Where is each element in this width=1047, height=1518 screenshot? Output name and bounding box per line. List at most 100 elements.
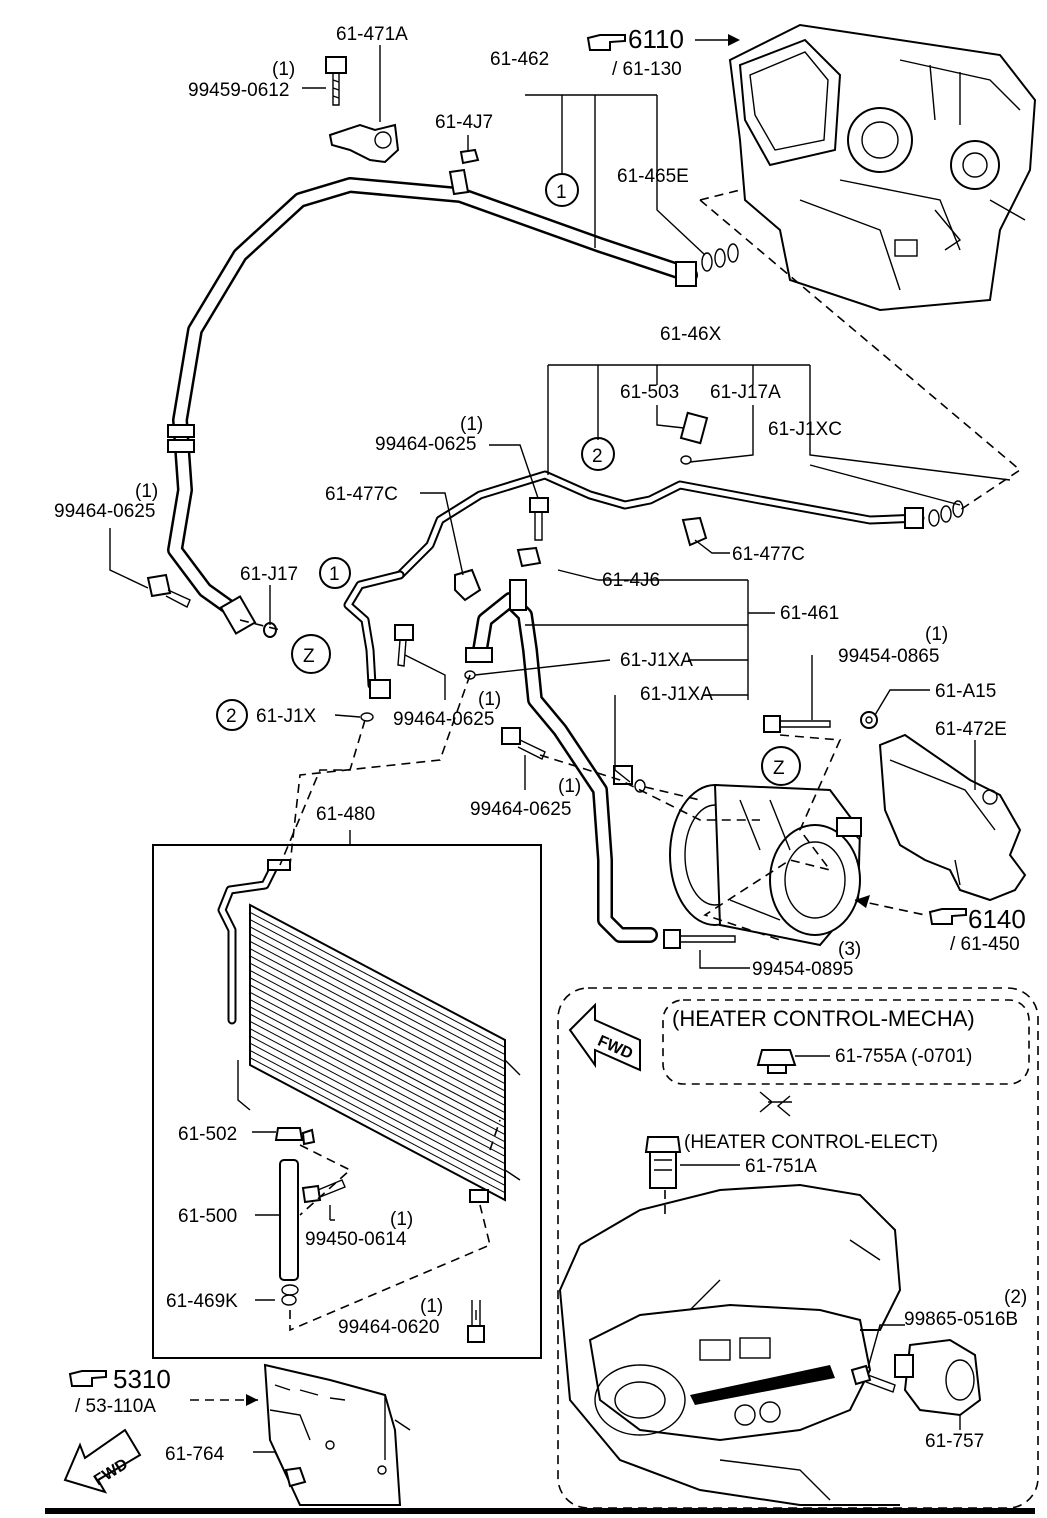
compressor-illustration: [669, 783, 862, 947]
ref-5310-sub: / 53-110A: [75, 1396, 156, 1417]
condenser-fin: [249, 911, 506, 1048]
label-61-755A: 61-755A (-0701): [835, 1046, 972, 1067]
marker-2-top: 2: [592, 446, 603, 467]
bottom-rule: [45, 1508, 1035, 1514]
label-61-480: 61-480: [316, 804, 375, 825]
ref-6110: 6110: [628, 24, 684, 54]
qty-99450-0614: (1): [390, 1209, 413, 1230]
qty-99464-0625-d: (1): [558, 776, 581, 797]
marker-2-bottom: 2: [226, 706, 237, 727]
label-61-J1XC: 61-J1XC: [768, 419, 842, 440]
clamp-61-477C: [454, 516, 708, 602]
label-61-751A: 61-751A: [745, 1156, 817, 1177]
condenser-fin: [249, 1057, 506, 1194]
pointing-hand-icon: [68, 34, 967, 1387]
arrows: [246, 34, 870, 1406]
label-99464-0625-b: 99464-0625: [54, 501, 155, 522]
condenser-fin: [249, 999, 506, 1135]
heat-shield-61-472E: [878, 733, 1027, 902]
marker-z-left: Z: [303, 646, 315, 667]
bolts-99464-0625: [146, 497, 549, 760]
label-61-J1XA-b: 61-J1XA: [640, 684, 713, 705]
label-61-461: 61-461: [780, 603, 839, 624]
label-61-A15: 61-A15: [935, 681, 996, 702]
leader-lines: [109, 45, 1011, 1476]
qty-99459-0612: (1): [272, 59, 295, 80]
condenser-61-480: [217, 859, 521, 1203]
cap-61-4J6: [516, 546, 542, 568]
drier-61-500: [274, 1127, 485, 1343]
condenser-fin: [249, 919, 506, 1055]
ref-6140: 6140: [968, 904, 1026, 934]
label-99454-0865: 99454-0865: [838, 646, 939, 667]
label-61-469K: 61-469K: [166, 1291, 238, 1312]
pipe-61-46X: [343, 470, 964, 722]
ref-5310: 5310: [113, 1364, 171, 1394]
label-61-471A: 61-471A: [336, 24, 408, 45]
part-labels: 61-471A (1) 99459-0612 61-462 61-4J7 61-…: [54, 24, 1027, 1465]
label-61-503: 61-503: [620, 382, 679, 403]
label-99450-0614: 99450-0614: [305, 1229, 407, 1250]
marker-1-top: 1: [556, 182, 567, 203]
circle-markers: 1 1 2 2 Z Z: [216, 173, 801, 786]
condenser-fin: [249, 933, 506, 1070]
knob-61-755A: [756, 1049, 797, 1074]
hose-61-461: [464, 579, 658, 943]
label-99464-0625-a: 99464-0625: [375, 434, 476, 455]
label-61-477C-a: 61-477C: [325, 484, 398, 505]
heater-elect-title: (HEATER CONTROL-ELECT): [684, 1132, 938, 1153]
condenser-fin: [249, 940, 506, 1077]
fwd-arrow-top: FWD: [568, 1002, 641, 1072]
condenser-fin: [249, 1028, 506, 1165]
label-99459-0612: 99459-0612: [188, 80, 289, 101]
label-61-472E: 61-472E: [935, 719, 1007, 740]
condenser-fin: [249, 970, 506, 1106]
label-99865-0516B: 99865-0516B: [904, 1309, 1018, 1330]
label-99454-0895: 99454-0895: [752, 959, 853, 980]
hose-61-462: [167, 177, 739, 638]
swap-arrows-icon: [759, 1091, 792, 1117]
label-61-477C-b: 61-477C: [732, 544, 805, 565]
label-61-4J7: 61-4J7: [435, 112, 493, 133]
actuator-61-757: [850, 1338, 982, 1417]
label-61-J1X: 61-J1X: [256, 706, 317, 727]
label-61-500: 61-500: [178, 1206, 237, 1227]
qty-99464-0625-a: (1): [460, 414, 483, 435]
condenser-fin: [249, 984, 506, 1121]
qty-99865-0516B: (2): [1004, 1287, 1027, 1308]
condenser-fin: [249, 977, 506, 1114]
qty-99464-0620: (1): [420, 1296, 443, 1317]
condenser-fin: [249, 1035, 506, 1172]
condenser-fin: [249, 1042, 506, 1179]
condenser-fin: [249, 1020, 506, 1157]
condenser-fin: [249, 1006, 506, 1143]
condenser-fin: [249, 955, 506, 1092]
label-61-J1XA-a: 61-J1XA: [620, 650, 693, 671]
bolts-99454: [663, 711, 878, 949]
qty-99464-0625-c: (1): [478, 689, 501, 710]
condenser-box: [152, 844, 542, 1359]
cap-61-4J7: [448, 148, 480, 196]
label-99464-0620: 99464-0620: [338, 1317, 439, 1338]
heater-mecha-box: [662, 999, 1030, 1085]
ref-6110-sub: / 61-130: [612, 59, 682, 80]
condenser-fin: [249, 1050, 506, 1186]
switch-61-751A: [644, 1136, 682, 1189]
qty-99464-0625-b: (1): [135, 481, 158, 502]
heater-mecha-title: (HEATER CONTROL-MECHA): [672, 1006, 975, 1031]
label-61-764: 61-764: [165, 1444, 225, 1465]
qty-99454-0895: (3): [838, 939, 861, 960]
bracket-61-471A: [325, 56, 400, 164]
label-61-46X: 61-46X: [660, 324, 722, 345]
condenser-fin: [249, 948, 506, 1085]
condenser-fin: [249, 962, 506, 1099]
heater-control-box: [557, 987, 1039, 1509]
dashboard-illustration: [558, 1183, 902, 1506]
condenser-fin: [249, 926, 506, 1063]
dashed-lines: [190, 189, 1022, 1401]
condenser-fin: [249, 991, 506, 1128]
label-61-465E: 61-465E: [617, 166, 689, 187]
label-61-J17: 61-J17: [240, 564, 298, 585]
label-61-502: 61-502: [178, 1124, 237, 1145]
